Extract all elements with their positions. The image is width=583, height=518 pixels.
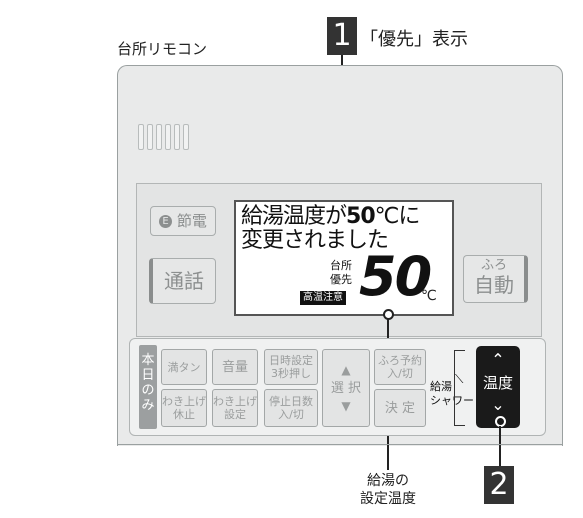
lcd-msg-part-a: 給湯温度が <box>241 204 347 229</box>
high-temp-warning-badge: 高温注意 <box>300 291 346 305</box>
volume-button[interactable]: 音量 <box>212 349 258 385</box>
hot-water-label: 給湯 <box>430 380 452 393</box>
lcd-screen <box>234 200 454 316</box>
datetime-label-2: 3秒押し <box>271 367 311 380</box>
full-tank-button[interactable]: 満タン <box>161 349 207 385</box>
setpoint-caption: 給湯の 設定温度 <box>360 473 416 507</box>
intercom-button[interactable]: 通話 <box>149 258 216 304</box>
full-tank-label: 満タン <box>167 360 201 374</box>
temperature-button[interactable]: ⌃ 温度 ⌄ <box>476 346 520 428</box>
callout-2-line <box>499 426 501 468</box>
stop-days-label-2: 入/切 <box>278 408 304 421</box>
reheat-stop-button[interactable]: わき上げ 休止 <box>161 389 207 427</box>
today-only-tab: 本日のみ <box>139 345 157 429</box>
lcd-message-line-2: 変更されました <box>241 228 389 253</box>
bath-auto-label-2: 自動 <box>474 273 514 297</box>
location-label-kitchen: 台所 <box>330 259 352 272</box>
datetime-setting-button[interactable]: 日時設定 3秒押し <box>264 349 318 385</box>
bracket <box>454 350 465 426</box>
temp-up-icon[interactable]: ⌃ <box>491 350 505 369</box>
temp-button-label: 温度 <box>482 374 513 392</box>
bath-auto-button[interactable]: ふろ 自動 <box>463 255 528 303</box>
speaker-vents <box>138 124 198 154</box>
priority-label: 優先 <box>330 273 352 286</box>
today-only-label: 本日のみ <box>141 353 155 413</box>
select-label: 選 択 <box>330 380 362 396</box>
power-saving-button[interactable]: E 節電 <box>150 206 216 236</box>
confirm-button[interactable]: 決 定 <box>374 389 426 427</box>
eco-e-icon: E <box>159 215 173 228</box>
stop-days-button[interactable]: 停止日数 入/切 <box>264 389 318 427</box>
bath-reserve-label-2: 入/切 <box>387 367 413 380</box>
stop-days-label-1: 停止日数 <box>269 395 313 408</box>
lcd-msg-temp: 50 <box>346 204 376 229</box>
select-up-icon: ▲ <box>341 362 351 377</box>
shower-label: シャワー <box>430 394 474 407</box>
reheat-stop-label-1: わき上げ <box>162 395 206 408</box>
temp-down-icon[interactable]: ⌄ <box>491 395 505 414</box>
shower-icon: ⟍ <box>455 372 464 386</box>
reheat-setting-button[interactable]: わき上げ 設定 <box>212 389 258 427</box>
reheat-stop-label-2: 休止 <box>173 408 195 421</box>
remote-bottom-edge <box>117 444 563 445</box>
power-saving-label: 節電 <box>176 212 207 230</box>
bath-reservation-button[interactable]: ふろ予約 入/切 <box>374 349 426 385</box>
confirm-label: 決 定 <box>384 400 416 416</box>
lcd-message-line-1: 給湯温度が50℃に <box>241 204 421 229</box>
lcd-msg-part-c: ℃に <box>374 204 421 229</box>
reheat-setting-label-1: わき上げ <box>213 395 257 408</box>
callout-2-number: 2 <box>484 466 514 504</box>
select-down-icon: ▼ <box>341 398 351 413</box>
bath-reserve-label-1: ふろ予約 <box>378 354 422 367</box>
select-button[interactable]: ▲ 選 択 ▼ <box>322 349 370 427</box>
remote-title: 台所リモコン <box>117 40 208 58</box>
datetime-label-1: 日時設定 <box>269 354 313 367</box>
bath-auto-label-1: ふろ <box>480 258 507 273</box>
callout-1-label: 「優先」表示 <box>360 29 468 50</box>
volume-label: 音量 <box>221 359 248 375</box>
temperature-unit: ℃ <box>421 288 437 304</box>
temperature-display: 50 <box>359 245 432 308</box>
callout-1-number: 1 <box>327 17 357 55</box>
reheat-setting-label-2: 設定 <box>224 408 246 421</box>
intercom-label: 通話 <box>164 269 204 293</box>
